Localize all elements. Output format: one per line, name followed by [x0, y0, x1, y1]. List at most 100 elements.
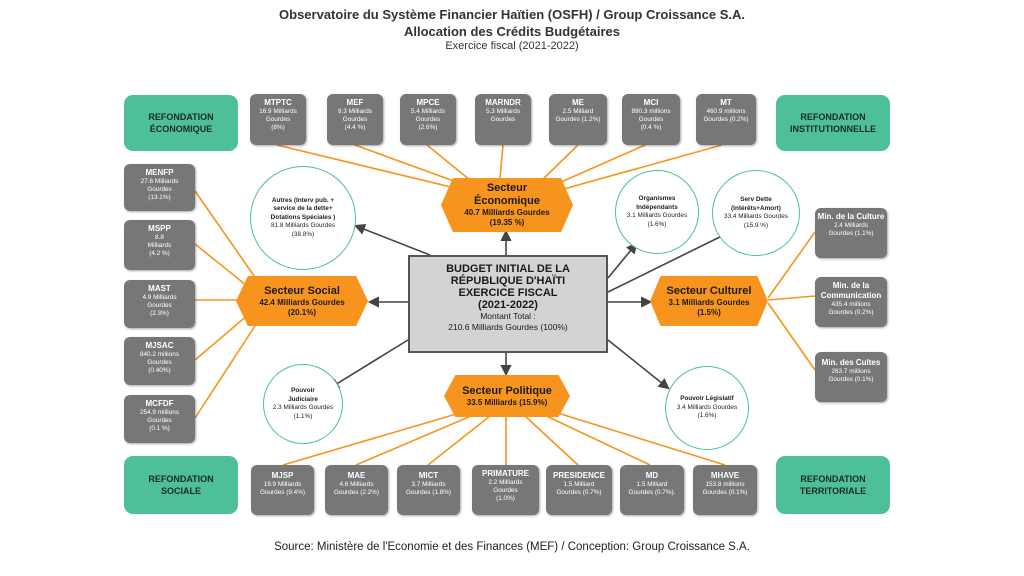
ministry-unit: Gourdes [265, 116, 291, 123]
circle-judiciaire: Pouvoir Judiciaire 2.3 Milliards Gourdes… [263, 364, 343, 444]
ministry-amount: 5.4 Milliards [410, 108, 446, 115]
sector-social: Secteur Social 42.4 Milliards Gourdes (2… [236, 276, 368, 326]
ministry-box-mast: MAST 4.9 Milliards Gourdes (2.3%) [124, 280, 195, 328]
ministry-box-menfp: MENFP 27.6 Milliards Gourdes (13.1%) [124, 164, 195, 211]
ministry-name: PRESIDENCE [552, 471, 605, 480]
ministry-unit: Gourdes (9.4%) [259, 489, 306, 496]
ministry-pct: (4.4 %) [344, 124, 366, 131]
circle-pct: (38.8%) [291, 230, 315, 238]
ministry-unit: Gourdes [147, 359, 172, 366]
sector-value: 42.4 Milliards Gourdes [259, 297, 345, 307]
ministry-box-mjsac: MJSAC 840.2 millions Gourdes (0.40%) [124, 337, 195, 385]
ministry-unit: Gourdes [493, 487, 518, 494]
ministry-pct: (2.3%) [150, 310, 169, 317]
ministry-amount: 1.5 Milliard [563, 481, 595, 488]
ministry-box-mict: MICT 3.7 Milliards Gourdes (1.8%) [397, 465, 460, 515]
refondation-sociale: REFONDATION SOCIALE [124, 456, 238, 514]
ministry-amount: 2.4 Milliards [833, 222, 869, 229]
ministry-box-me: ME 2.5 Milliard Gourdes (1.2%) [549, 94, 607, 145]
page-title: Observatoire du Système Financier Haïtie… [279, 7, 745, 22]
ministry-amount: 8.8 [155, 234, 164, 241]
circle-value: 2.3 Milliards Gourdes [272, 404, 334, 411]
circle-pct: (1.6%) [697, 412, 717, 420]
ministry-unit: Milliards [147, 242, 172, 249]
ministry-unit: Gourdes [490, 116, 516, 123]
ministry-unit: Gourdes (1.1%) [828, 230, 874, 237]
ministry-name: Min. de la Communication [820, 281, 882, 300]
ministry-unit: Gourdes [147, 186, 172, 193]
ministry-unit: Gourdes [147, 302, 172, 309]
ministry-name: MTPTC [264, 98, 292, 107]
ministry-box-primature: PRIMATURE 2.2 Milliards Gourdes (1.0%) [472, 465, 539, 515]
sector-name: Secteur Culturel [666, 284, 752, 297]
ministry-pct: (0.4 %) [640, 124, 662, 131]
budget-center-box: BUDGET INITIAL DE LA RÉPUBLIQUE D'HAÏTI … [408, 255, 608, 353]
ministry-name: MSPP [148, 224, 171, 233]
sector-economique: Secteur Économique 40.7 Milliards Gourde… [441, 178, 573, 232]
ministry-amount: 2.5 Milliard [562, 108, 594, 115]
sector-pct: (19.35 %) [489, 218, 525, 227]
ministry-amount: 3.7 Milliards [411, 481, 446, 488]
ministry-unit: Gourdes (0.7%) [556, 489, 602, 496]
circle-label: Serv Dette [740, 196, 772, 203]
ministry-pct: (0.1 %) [149, 425, 170, 432]
ministry-pct: (0.40%) [148, 367, 171, 374]
ministry-box-culture: Min. de la Culture 2.4 Milliards Gourdes… [815, 208, 887, 258]
ministry-amount: 263.7 millions [831, 368, 871, 375]
ministry-amount: 2.2 Milliards [488, 479, 523, 486]
ministry-name: MJSAC [145, 341, 174, 350]
ministry-name: MJSP [271, 471, 294, 480]
ministry-name: MPCE [416, 98, 440, 107]
ministry-pct: (4.2 %) [149, 250, 170, 257]
center-title-line: BUDGET INITIAL DE LA [446, 263, 570, 275]
ministry-amount: 1.5 Milliard [636, 481, 668, 488]
ministry-name: MCFDF [145, 399, 174, 408]
ministry-name: MAE [347, 471, 366, 480]
ministry-unit: Gourdes (1.2%) [555, 116, 601, 123]
circle-label: Pouvoir Législatif [680, 395, 734, 403]
ministry-unit: Gourdes (0.1%) [702, 489, 748, 496]
circle-value: 3.1 Milliards Gourdes [626, 212, 688, 219]
ministry-amount: 435.4 millions [831, 301, 871, 308]
circle-pct: (1.6%) [647, 220, 667, 228]
ministry-amount: 153.8 millions [705, 481, 745, 488]
circle-legislatif: Pouvoir Législatif 3.4 Milliards Gourdes… [665, 366, 749, 450]
ministry-unit: Gourdes [147, 417, 172, 424]
sector-politique: Secteur Politique 33.5 Milliards (15.9%) [444, 375, 570, 417]
sector-name: Secteur Social [264, 284, 340, 297]
circle-label: Organismes [638, 195, 676, 202]
circle-label: Indépendants [636, 203, 678, 211]
center-total-label: Montant Total : [480, 311, 536, 321]
sector-value: 3.1 Milliards Gourdes [668, 297, 750, 307]
ministry-box-md: MD 1.5 Milliard Gourdes (0.7%). [620, 465, 684, 515]
circle-label: Pouvoir [291, 387, 315, 394]
ministry-name: ME [572, 98, 584, 107]
ministry-box-mspp: MSPP 8.8 Milliards (4.2 %) [124, 220, 195, 270]
circle-value: 81.8 Milliards Gourdes [271, 222, 335, 230]
source-footer: Source: Ministère de l'Economie et des F… [274, 541, 750, 553]
ministry-amount: 27.6 Milliards [140, 178, 179, 185]
circle-label: Dotations Spéciales ) [270, 213, 336, 221]
ministry-name: PRIMATURE [482, 469, 529, 478]
refondation-institutionnelle: REFONDATION INSTITUTIONNELLE [776, 95, 890, 151]
ministry-amount: 254.9 millions [139, 409, 180, 416]
sector-name: Secteur Économique [473, 182, 540, 207]
sector-culturel: Secteur Culturel 3.1 Milliards Gourdes (… [650, 276, 768, 326]
ministry-name: Min. de la Culture [817, 212, 885, 221]
refondation-institutionnelle-label: REFONDATION INSTITUTIONNELLE [790, 112, 876, 134]
ministry-box-mci: MCI 890.3 millions Gourdes (0.4 %) [622, 94, 680, 145]
orange-links [194, 144, 816, 466]
ministry-name: Min. des Cultes [821, 358, 881, 367]
circle-value: 33.4 Milliards Gourdes [724, 213, 788, 220]
circle-label: (Intérêts+Amort) [731, 204, 781, 212]
page-subtitle: Allocation des Crédits Budgétaires [404, 24, 620, 39]
ministry-box-marndr: MARNDR 5.3 Milliards Gourdes [475, 94, 531, 145]
center-title-line: (2021-2022) [478, 299, 538, 311]
arrow-links [328, 224, 733, 390]
ministry-amount: 460.9 millions [706, 108, 746, 115]
center-total-value: 210.6 Milliards Gourdes (100%) [448, 322, 568, 332]
ministry-box-presidence: PRESIDENCE 1.5 Milliard Gourdes (0.7%) [546, 465, 612, 515]
ministry-amount: 16.9 Milliards [259, 108, 297, 115]
ministry-box-mef: MEF 9.3 Milliards Gourdes (4.4 %) [327, 94, 383, 145]
